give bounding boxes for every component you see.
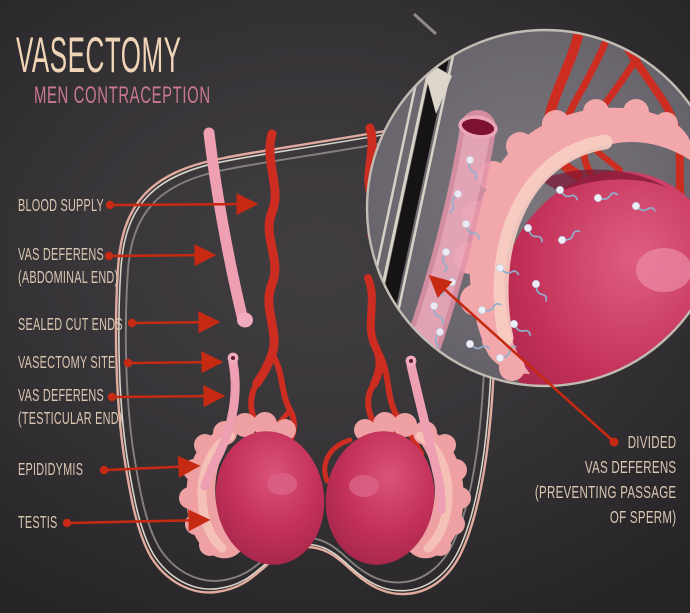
label-line: (PREVENTING PASSAGE [534, 481, 676, 502]
page-subtitle: MEN CONTRACEPTION [34, 82, 211, 109]
divided-vas-deferens-arrow [428, 275, 619, 447]
inset-epididymis [454, 99, 690, 381]
label-line: (TESTICULAR END) [18, 408, 123, 429]
vas-abdominal-arrow [104, 244, 217, 267]
testis-right [325, 431, 435, 565]
vas-deferens-abdominal-tube [203, 127, 253, 328]
label-divided-vas-deferens: DIVIDED VAS DEFERENS (PREVENTING PASSAGE… [534, 430, 676, 529]
scalpel-handle [412, 12, 438, 36]
label-vas-deferens-abdominal: VAS DEFERENS (ABDOMINAL END) [18, 243, 118, 289]
vas-testicular-arrow [107, 385, 226, 408]
sealed-cut-end [237, 312, 253, 328]
label-vas-deferens-testicular: VAS DEFERENS (TESTICULAR END) [18, 384, 123, 430]
contour-line-pink [114, 122, 496, 596]
epididymis-arrow [99, 455, 201, 478]
label-line: OF SPERM) [609, 506, 676, 527]
label-vasectomy-site: VASECTOMY SITE [18, 352, 116, 372]
label-line: VAS DEFERENS [584, 456, 676, 477]
testis-left [215, 431, 325, 565]
inset-cut-vas-deferens [406, 110, 498, 360]
vas-deferens-testicular-tube [200, 352, 240, 491]
magnifier-border [365, 28, 690, 388]
page-title: VASECTOMY [16, 27, 182, 83]
vas-deferens-right-tube [405, 355, 446, 515]
label-epididymis: EPIDIDYMIS [18, 459, 84, 479]
vasectomy-site-arrow [123, 351, 224, 374]
testis-arrow [62, 509, 211, 532]
label-blood-supply: BLOOD SUPPLY [18, 195, 104, 215]
label-line: VAS DEFERENS [18, 385, 104, 405]
blood-supply-arrow [105, 193, 259, 216]
label-arrows [62, 193, 619, 532]
magnifier-inset [365, 12, 690, 388]
sealed-cut-ends-arrow [127, 311, 221, 334]
epididymis-right [354, 412, 471, 559]
label-sealed-cut-ends: SEALED CUT ENDS [18, 314, 123, 334]
label-line: DIVIDED [627, 432, 676, 452]
label-line: VAS DEFERENS [18, 244, 104, 264]
label-testis: TESTIS [18, 512, 58, 532]
label-line: (ABDOMINAL END) [18, 267, 119, 288]
